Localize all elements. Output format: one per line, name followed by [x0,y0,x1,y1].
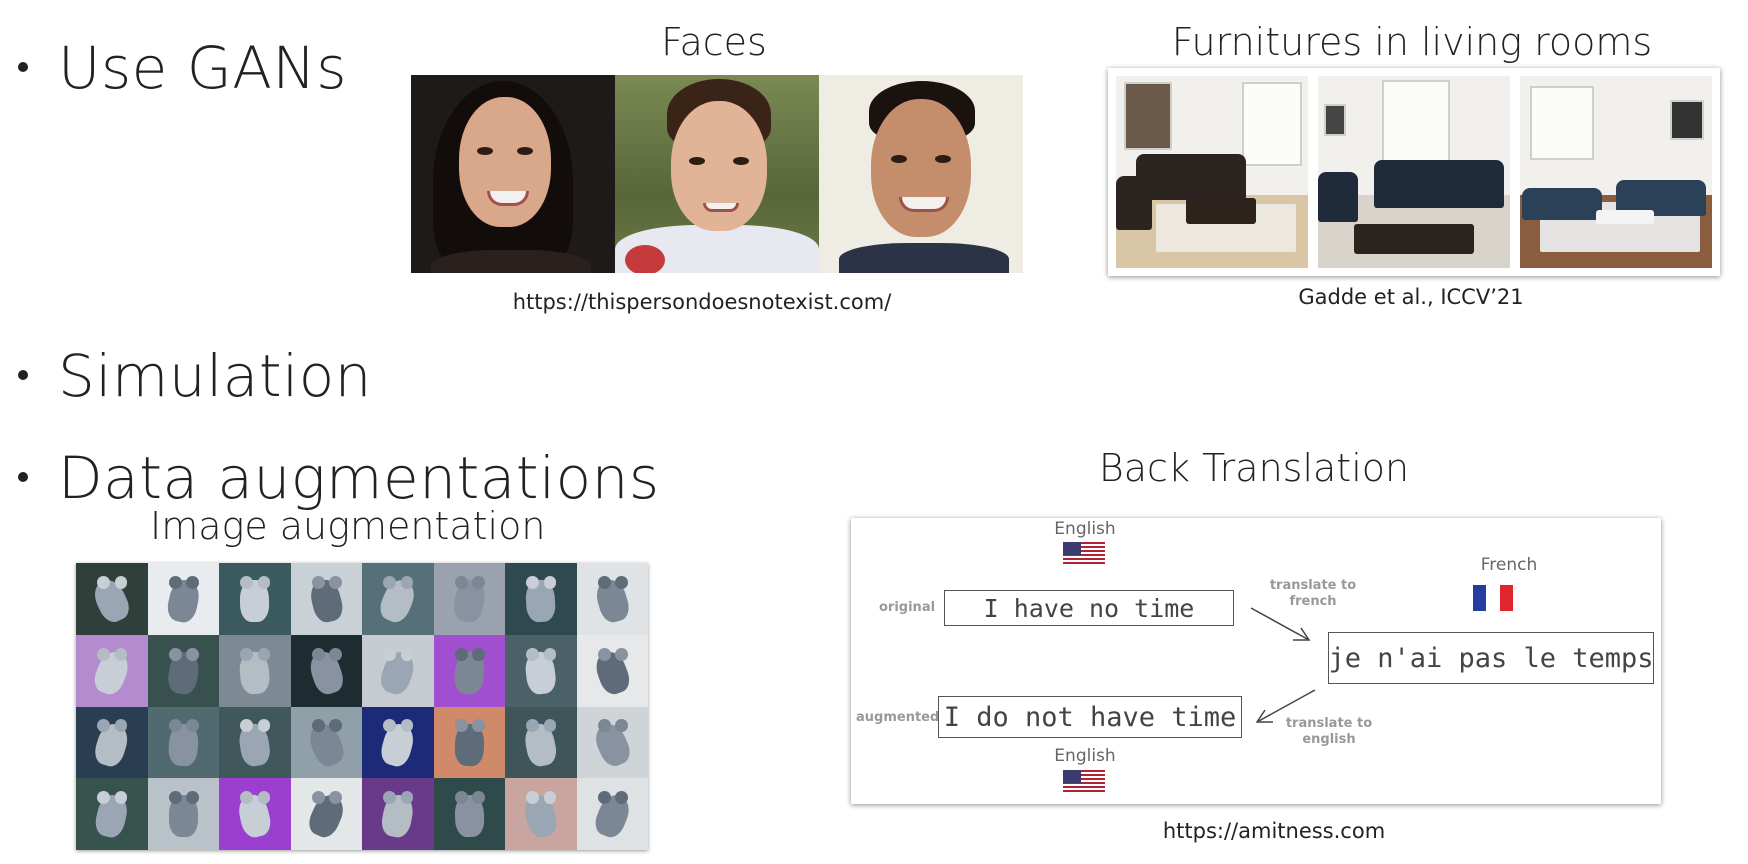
augmented-image-tile [433,778,505,850]
augmented-image-tile [505,634,577,707]
us-flag-icon [1063,770,1105,794]
faces-image [411,75,1023,273]
translate-to-french-label: translate to french [1269,578,1357,609]
augmented-image-tile [362,634,434,707]
bullet-dot [18,62,28,72]
arrow-to-french-icon [1250,607,1311,641]
faces-caption: https://thispersondoesnotexist.com/ [512,290,892,314]
augmented-image-tile [362,706,434,779]
augmentation-grid-image [76,563,648,850]
bullet-data-augmentations: Data augmentations [10,444,660,512]
original-label: original [879,600,936,615]
augmented-image-tile [505,706,577,779]
bullet-dot [18,472,28,482]
rooms-title: Furnitures in living rooms [1171,20,1653,64]
french-label: French [1480,555,1538,575]
augmented-image-tile [76,778,148,850]
augmented-image-tile [576,706,648,779]
france-flag-icon [1473,585,1513,611]
arrow-to-english-icon [1255,689,1316,723]
bullet-text: Use GANs [58,34,348,102]
room-photo [1318,76,1510,268]
bullet-text: Simulation [58,342,372,410]
augmented-image-tile [362,563,434,635]
augmented-image-tile [290,778,362,850]
image-augmentation-title: Image augmentation [150,504,546,548]
english-bottom-label: English [1054,746,1116,766]
augmented-image-tile [219,706,291,779]
room-photo [1116,76,1308,268]
augmented-label: augmented [856,710,940,725]
face-woman [411,75,615,273]
face-man [819,75,1023,273]
original-text-box: I have no time [944,590,1234,626]
us-flag-icon [1063,542,1105,566]
bullet-use-gans: Use GANs [10,34,347,102]
back-translation-caption: https://amitness.com [1162,819,1386,843]
augmented-image-tile [576,778,648,850]
translate-to-english-label: translate to english [1285,716,1373,747]
augmented-image-tile [147,634,219,707]
bullet-text: Data augmentations [58,444,660,512]
living-rooms-image [1108,68,1720,276]
augmented-image-tile [433,706,505,779]
french-text-box: je n'ai pas le temps [1328,632,1654,684]
faces-title: Faces [661,20,767,64]
augmented-image-tile [290,563,362,635]
augmented-image-tile [76,634,148,707]
bullet-simulation: Simulation [10,342,372,410]
augmented-image-tile [290,634,362,707]
augmented-image-tile [147,778,219,850]
augmented-image-tile [290,706,362,779]
augmented-image-tile [433,563,505,635]
augmented-image-tile [505,563,577,635]
augmented-image-tile [505,778,577,850]
bullet-dot [18,370,28,380]
augmented-image-tile [433,634,505,707]
room-photo [1520,76,1712,268]
augmented-image-tile [76,706,148,779]
back-translation-title: Back Translation [1098,446,1410,490]
augmented-image-tile [219,778,291,850]
augmented-image-tile [219,634,291,707]
back-translation-diagram: English original I have no time translat… [851,518,1661,804]
augmented-image-tile [76,563,148,635]
english-top-label: English [1054,519,1116,539]
augmented-image-tile [576,634,648,707]
rooms-caption: Gadde et al., ICCV’21 [1298,285,1524,309]
augmented-image-tile [147,706,219,779]
augmented-image-tile [576,563,648,635]
augmented-text-box: I do not have time [938,696,1242,738]
face-boy [615,75,819,273]
augmented-image-tile [362,778,434,850]
augmented-image-tile [219,563,291,635]
augmented-image-tile [147,563,219,635]
